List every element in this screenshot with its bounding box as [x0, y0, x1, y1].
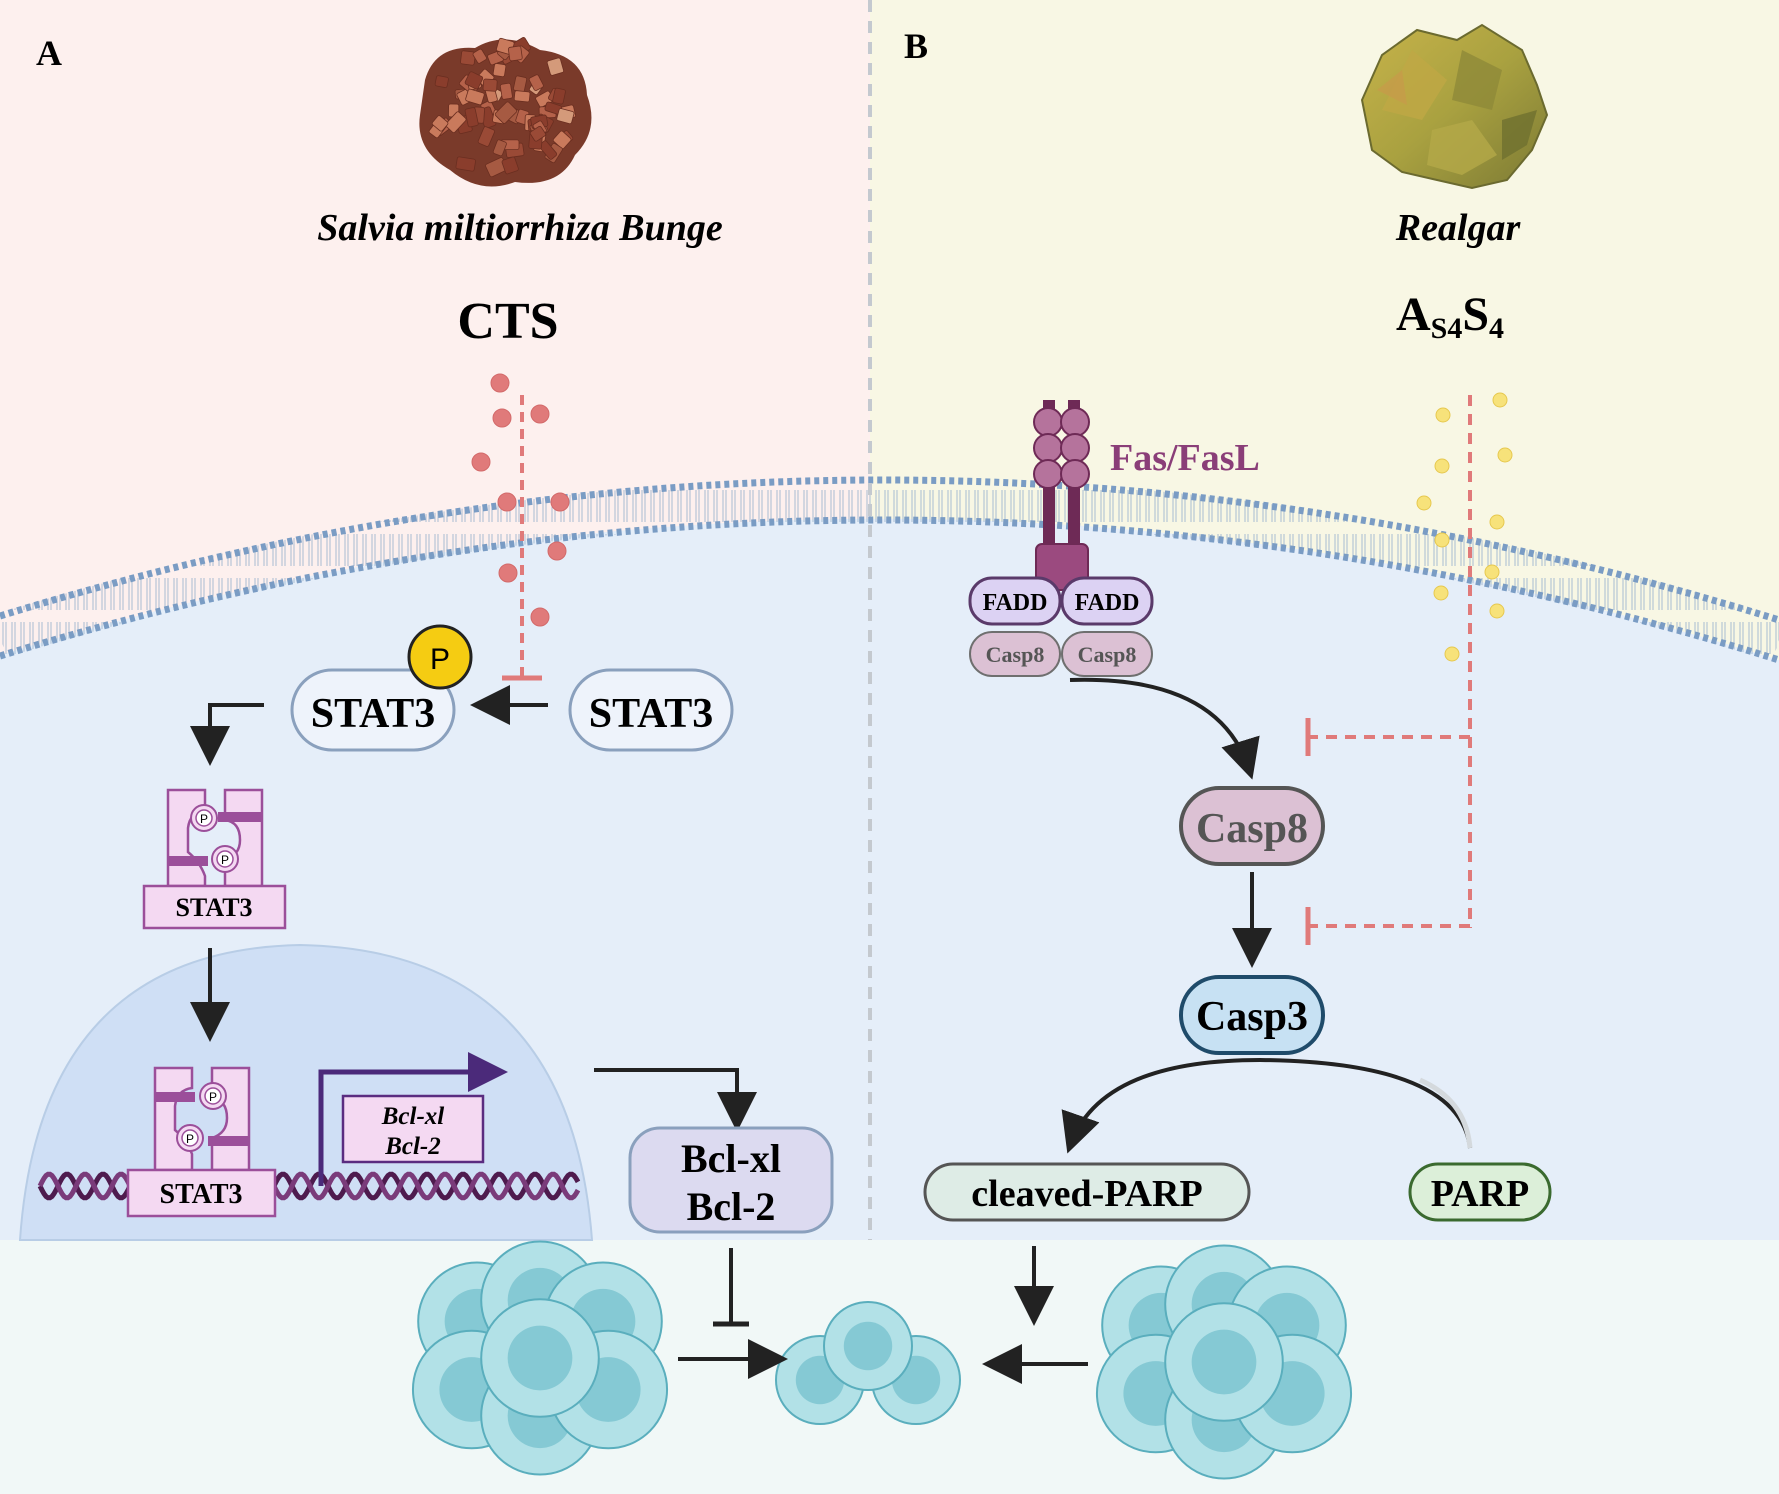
cts-compound: CTS: [457, 293, 558, 350]
bcl-protein-box: [628, 1126, 834, 1234]
nucleus-dimer-p1: P: [209, 1090, 217, 1104]
casp8-small-right-label: Casp8: [1078, 642, 1137, 667]
casp8-small-left-label: Casp8: [986, 642, 1045, 667]
herb-chip: [455, 156, 476, 172]
stat3-dimer-nucleus: P P STAT3: [126, 1066, 277, 1218]
parp-arc-fade: [1418, 1077, 1473, 1149]
nucleus-dimer-label: STAT3: [160, 1179, 243, 1210]
cell-nucleus: [843, 1321, 893, 1371]
stat3-phospho-box: [290, 668, 456, 752]
casp8-box: [1179, 786, 1325, 866]
as4s4-sub2: 4: [1489, 312, 1504, 345]
tumor-cells: [411, 1240, 1353, 1480]
herb-chip: [494, 101, 518, 124]
as4s4-compound: AS4S4: [1396, 288, 1504, 345]
herb-chip: [445, 111, 467, 133]
parp-cleavage-arc: [1061, 1057, 1472, 1154]
herb-chip: [528, 74, 544, 91]
cell-membrane: [0, 476, 1779, 664]
fadd-left: [968, 576, 1062, 626]
parp-label: PARP: [1431, 1173, 1530, 1215]
dimer-label: STAT3: [175, 893, 252, 922]
stat3-inactive-box: [568, 668, 734, 752]
fadd-right-label: FADD: [1075, 590, 1140, 616]
casp8-label: Casp8: [1196, 806, 1308, 852]
panel-a-label: A: [36, 33, 62, 73]
herb-chip: [513, 90, 531, 103]
cts-molecules: [471, 373, 570, 627]
casp8-small-left: [969, 631, 1061, 677]
as4s4-base: A: [1396, 288, 1431, 341]
herb-chip: [464, 71, 484, 90]
stat3-phospho-label: STAT3: [311, 691, 435, 737]
phospho-badge-label: P: [430, 643, 450, 676]
casp3-label: Casp3: [1196, 994, 1308, 1040]
phospho-badge: [407, 624, 473, 690]
casp3-box: [1179, 975, 1325, 1055]
nucleus-dimer-p2: P: [186, 1132, 194, 1146]
fadd-left-label: FADD: [983, 590, 1048, 616]
herb-chip: [499, 82, 513, 100]
gene-bcl2: Bcl-2: [384, 1133, 441, 1160]
cleaved-parp-label: cleaved-PARP: [971, 1173, 1202, 1215]
protein-bclxl: Bcl-xl: [681, 1136, 781, 1181]
stat3-inactive-label: STAT3: [589, 691, 713, 737]
salvia-name: Salvia miltiorrhiza Bunge: [317, 207, 723, 249]
herb-chip: [472, 48, 487, 64]
cleaved-parp-box: [923, 1162, 1251, 1222]
parp-box: [1408, 1162, 1552, 1222]
herb-chip: [556, 108, 575, 125]
salvia-herb-image: [419, 37, 592, 187]
gene-bclxl: Bcl-xl: [381, 1103, 445, 1130]
dimer-p1: P: [200, 812, 208, 826]
fas-label: Fas/FasL: [1110, 437, 1260, 479]
herb-chip: [460, 50, 476, 66]
fadd-right: [1060, 576, 1154, 626]
realgar-name: Realgar: [1395, 207, 1522, 249]
herb-chip: [482, 78, 498, 92]
stat3-dimer-cytoplasm: P P STAT3: [142, 788, 287, 930]
as4s4-molecules: [1416, 392, 1513, 662]
herb-chip: [529, 125, 546, 142]
gene-box: [341, 1094, 485, 1164]
herb-chip: [552, 87, 566, 105]
as4s4-inhibition: [1305, 395, 1472, 945]
herb-chip: [464, 107, 479, 128]
as4s4-sub1: S4: [1431, 312, 1463, 345]
casp8-small-right: [1061, 631, 1153, 677]
transcription-arrow: [318, 1052, 508, 1186]
herb-chip: [431, 115, 449, 132]
herb-chip: [501, 156, 519, 175]
herb-chip: [492, 139, 507, 157]
expression-arrow: [594, 1068, 757, 1132]
herb-chip: [477, 126, 495, 147]
dimerization-arrow: [190, 703, 264, 766]
herb-chip: [492, 63, 507, 78]
realgar-mineral-image: [1360, 23, 1549, 190]
casp8-activation-arrow: [1069, 677, 1260, 780]
dimer-p2: P: [221, 853, 229, 867]
herb-chip: [507, 45, 523, 62]
herb-chip: [434, 75, 449, 88]
cell-nucleus: [1191, 1329, 1257, 1395]
herb-chip: [546, 57, 564, 76]
herb-chip: [465, 88, 485, 106]
cell-nucleus: [507, 1325, 573, 1391]
panel-b-label: B: [904, 26, 928, 66]
protein-bcl2: Bcl-2: [687, 1184, 776, 1229]
as4s4-mid: S: [1462, 288, 1489, 341]
